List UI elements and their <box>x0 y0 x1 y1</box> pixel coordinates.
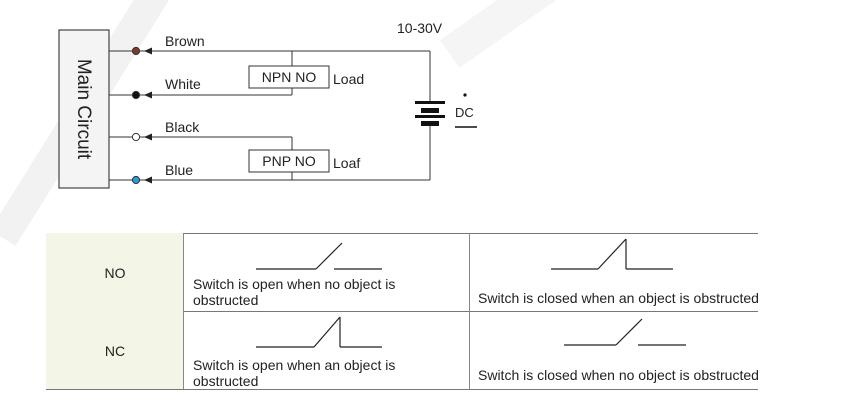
table-row-nc: NC Switch is open when an object is obst… <box>46 311 759 389</box>
npn-load-label: Load <box>333 71 364 87</box>
arrow-white <box>144 91 152 99</box>
row-no-col2-text: Switch is closed when an object is obstr… <box>478 290 759 306</box>
arrow-brown <box>144 47 152 55</box>
row-label: NO <box>104 265 126 281</box>
switch-icon <box>256 316 382 348</box>
arrow-blue <box>144 176 152 184</box>
terminal-brown <box>131 46 141 56</box>
switch-icon <box>551 238 673 270</box>
wiring-diagram: Main Circuit Brown White Black Blue NPN … <box>58 20 477 189</box>
main-circuit-box <box>58 29 110 189</box>
wire-label-brown: Brown <box>165 33 205 49</box>
wire-label-black: Black <box>165 119 200 135</box>
dc-label: DC <box>455 105 474 120</box>
row-label: NC <box>104 343 126 359</box>
terminal-white <box>131 90 141 100</box>
switch-icon <box>256 242 382 270</box>
row-label-cell: NC <box>46 311 184 389</box>
arrow-black <box>144 133 152 141</box>
main-circuit-label: Main Circuit <box>73 59 94 160</box>
switch-icon <box>564 318 686 346</box>
terminal-black <box>131 132 141 142</box>
supply-voltage-label: 10-30V <box>397 20 443 36</box>
pnp-load-label: Loaf <box>333 155 360 171</box>
pnp-box <box>248 149 330 173</box>
wire-label-blue: Blue <box>165 162 193 178</box>
table-row-no: NO Switch is open when no object is obst… <box>46 233 759 311</box>
battery-icon <box>415 101 445 126</box>
wire-label-white: White <box>165 76 201 92</box>
row-no-col1-text: Switch is open when no object is obstruc… <box>193 276 396 308</box>
row-nc-col1-text: Switch is open when an object is obstruc… <box>193 357 396 389</box>
npn-box <box>248 65 330 89</box>
terminal-blue <box>131 175 141 185</box>
npn-box-label: NPN NO <box>262 69 317 85</box>
pnp-box-label: PNP NO <box>262 153 316 169</box>
row-nc-col2-text: Switch is closed when no object is obstr… <box>478 367 759 383</box>
row-label-cell: NO <box>46 233 184 311</box>
